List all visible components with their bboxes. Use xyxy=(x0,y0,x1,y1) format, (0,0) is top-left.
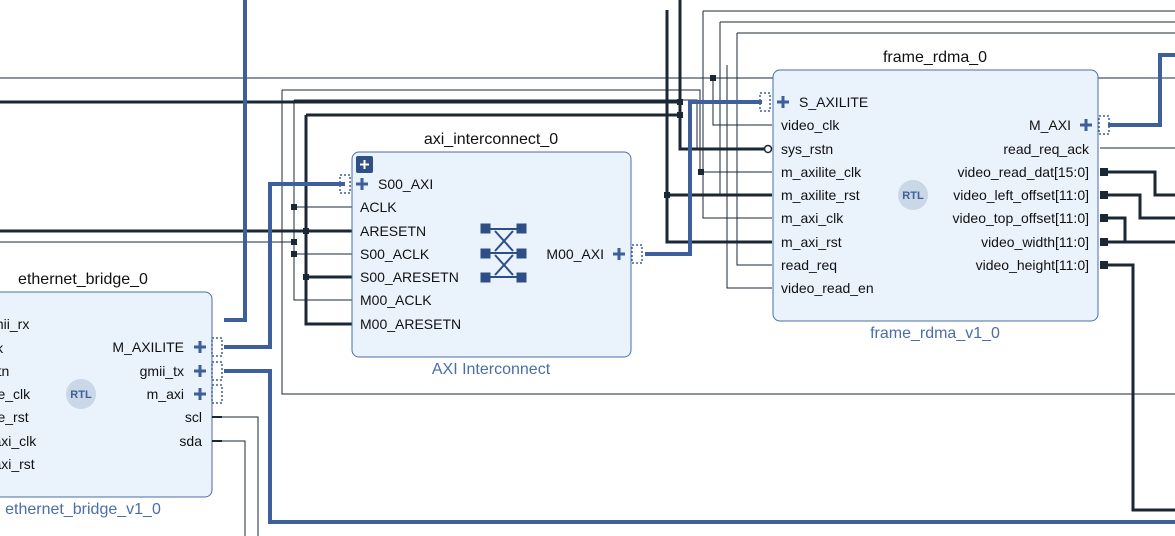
pin-label: m_axi_rst xyxy=(0,456,35,472)
pin-label: S00_ACLK xyxy=(360,246,430,262)
rtl-badge-icon: RTL xyxy=(66,379,96,409)
pin-label: video_left_offset[11:0] xyxy=(953,187,1089,203)
pin-label: gmii_tx xyxy=(140,363,184,379)
pin-label: clk xyxy=(0,340,4,356)
block-instance-name: ethernet_bridge_0 xyxy=(18,271,148,288)
pin-label: ACLK xyxy=(360,199,397,215)
pin-label: ARESETN xyxy=(360,223,426,239)
pin-label: m_axi xyxy=(147,386,184,402)
pin-label: M00_AXI xyxy=(546,246,604,262)
pin-label: video_height[11:0] xyxy=(976,257,1089,273)
pin-label: M_AXI xyxy=(1029,117,1071,133)
block-instance-name: frame_rdma_0 xyxy=(883,49,987,66)
pin-label: m_axi_clk xyxy=(781,210,844,226)
svg-text:RTL: RTL xyxy=(902,190,924,202)
pin-label: mii_rx xyxy=(0,316,29,332)
pin-label: sys_rstn xyxy=(781,141,833,157)
pin-label: m_axilite_rst xyxy=(0,409,29,425)
pin-label: read_req xyxy=(781,257,837,273)
block-type-name: AXI Interconnect xyxy=(432,361,551,378)
pin-label: read_req_ack xyxy=(1003,141,1090,157)
pin-label: scl xyxy=(185,409,202,425)
bus-connector-icon[interactable] xyxy=(211,337,223,404)
bus-interface-plus-icon[interactable] xyxy=(613,244,643,264)
pin-label: m_axilite_rst xyxy=(781,187,860,203)
pin-label: rstn xyxy=(0,363,9,379)
rtl-badge-icon: RTL xyxy=(898,180,928,210)
pin-label: sda xyxy=(179,433,202,449)
frame-rdma-block[interactable]: frame_rdma_0 frame_rdma_v1_0 S_AXILITE v… xyxy=(759,49,1110,342)
axi-crossbar-icon xyxy=(480,223,527,283)
svg-text:RTL: RTL xyxy=(70,389,92,401)
pin-label: m_axi_rst xyxy=(781,234,842,250)
block-type-name: frame_rdma_v1_0 xyxy=(870,325,1000,342)
vector-pin-marker xyxy=(1100,168,1108,269)
block-type-name: ethernet_bridge_v1_0 xyxy=(5,501,161,518)
pin-label: S_AXILITE xyxy=(799,94,868,110)
bus-connector-icon[interactable] xyxy=(339,174,368,194)
active-low-bubble-icon xyxy=(763,144,773,154)
pin-label: video_top_offset[11:0] xyxy=(953,210,1089,226)
pin-label: m_axilite_clk xyxy=(0,386,31,402)
pin-label: M00_ARESETN xyxy=(360,316,461,332)
axi-interconnect-block[interactable]: axi_interconnect_0 AXI Interconnect S00_… xyxy=(339,131,643,378)
pin-label: M00_ACLK xyxy=(360,292,432,308)
pin-label: m_axilite_clk xyxy=(781,164,862,180)
pin-label: video_clk xyxy=(781,117,840,133)
pin-label: video_read_en xyxy=(781,280,874,296)
bus-interface-plus-icon[interactable] xyxy=(194,341,206,400)
ethernet-bridge-block[interactable]: ethernet_bridge_0 ethernet_bridge_v1_0 m… xyxy=(0,271,223,518)
pin-label: S00_AXI xyxy=(378,176,433,192)
pin-label: m_axi_clk xyxy=(0,433,37,449)
pin-label: video_width[11:0] xyxy=(981,234,1089,250)
block-instance-name: axi_interconnect_0 xyxy=(424,131,558,148)
pin-label: video_read_dat[15:0] xyxy=(957,164,1089,180)
pin-label: S00_ARESETN xyxy=(360,269,459,285)
bus-interface-plus-icon[interactable] xyxy=(759,92,789,112)
bus-interface-plus-icon[interactable] xyxy=(1080,115,1110,135)
pin-label: M_AXILITE xyxy=(112,339,184,355)
expand-plus-icon[interactable] xyxy=(356,156,373,173)
